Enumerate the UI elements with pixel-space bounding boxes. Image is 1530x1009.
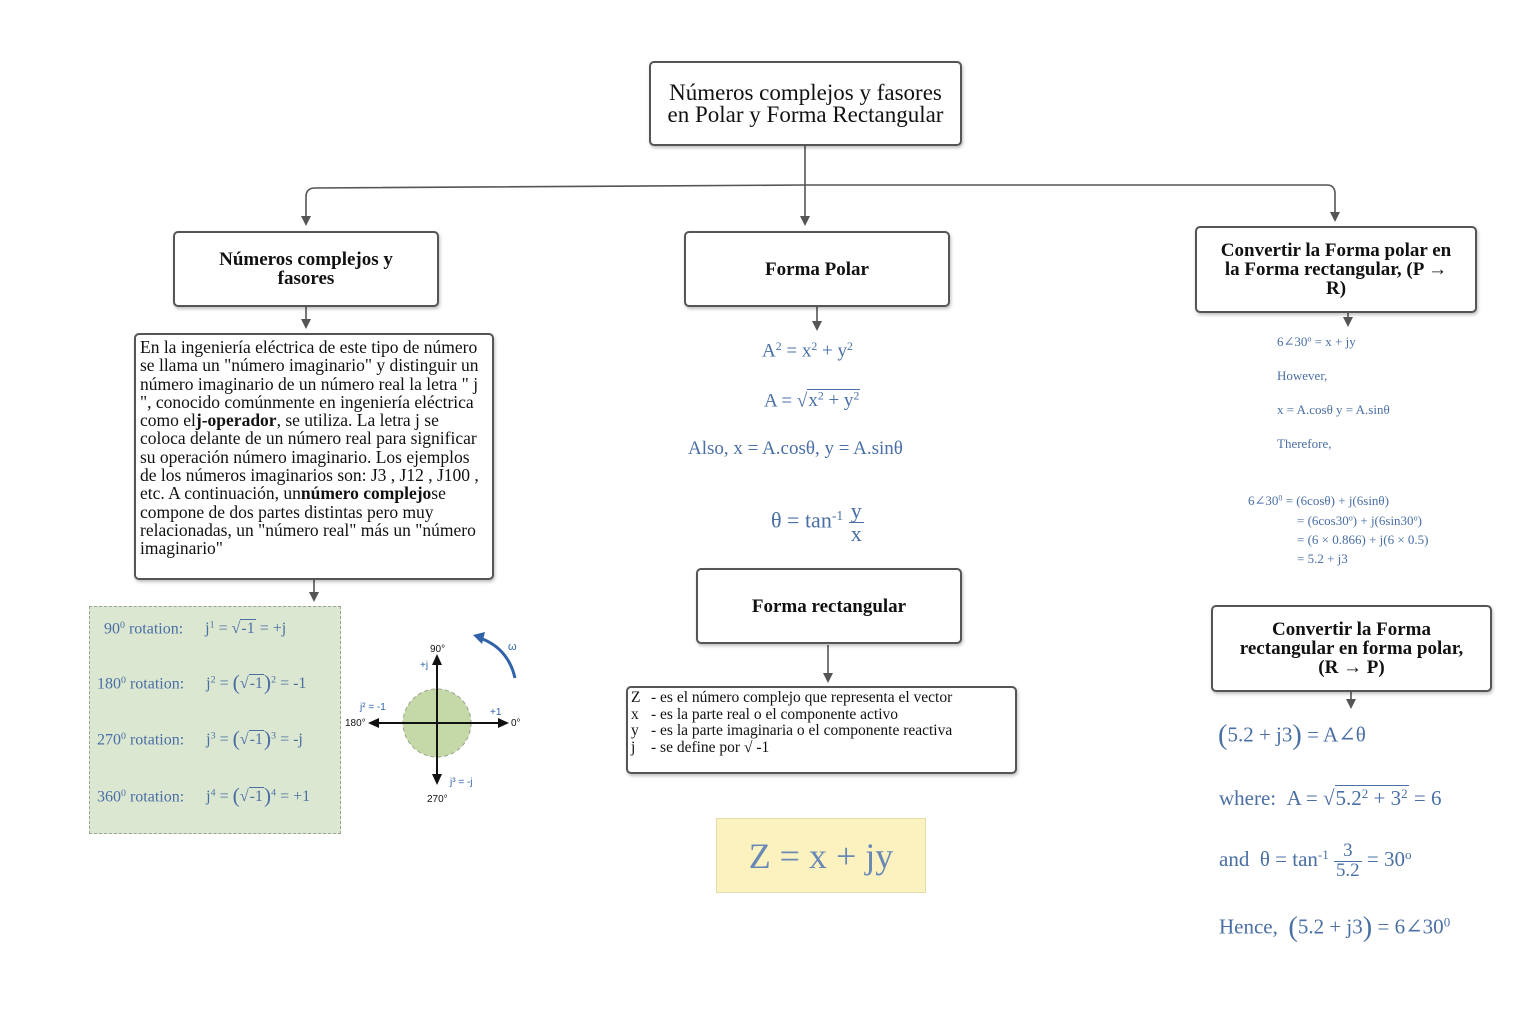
axis-right-sign: +1: [490, 707, 502, 718]
connector-root-left: [301, 184, 806, 226]
rtop-formula-4: Hence, (5.2 + j3) = 6∠300: [1219, 912, 1451, 943]
definition-row: y- es la parte imaginaria o el component…: [631, 722, 953, 739]
rotation-row-180: 1800 rotation: j2 = (√-1)2 = -1: [97, 671, 307, 695]
rtop-line1: Convertir la Forma: [1271, 619, 1431, 640]
polar-formula-1: A2 = x2 + y2: [762, 340, 853, 362]
polar-formula-2: A = √x2 + y2: [764, 389, 861, 412]
rtop-line2: rectangular en forma polar,: [1239, 638, 1464, 659]
complex-text-part3: se compone de dos partes distintas pero …: [140, 483, 476, 559]
axis-left-label: 180°: [345, 718, 366, 729]
complex-description: En la ingeniería eléctrica de este tipo …: [134, 333, 494, 580]
ptor-line1: Convertir la Forma polar en: [1220, 240, 1452, 261]
rotation-row-270: 2700 rotation: j3 = (√-1)3 = -j: [97, 727, 303, 751]
complex-number-bold: número complejo: [300, 483, 432, 504]
ptor-line3: R): [1325, 278, 1347, 299]
ptor-formula-2: However,: [1277, 368, 1328, 383]
axis-bottom-sign: j³ = -j: [449, 777, 473, 788]
omega-label: ω: [508, 641, 517, 653]
definition-row: j- se define por √ -1: [631, 738, 770, 756]
ptor-formula-1: 6∠30o = x + jy: [1277, 334, 1356, 349]
ptor-formula-5: 6∠300 = (6cosθ) + j(6sinθ): [1248, 493, 1389, 508]
complex-node-line1: Números complejos y: [219, 249, 393, 270]
ptor-formula-7: = (6 × 0.866) + j(6 × 0.5): [1297, 532, 1429, 547]
ptor-line2: la Forma rectangular, (P →: [1224, 259, 1448, 280]
complex-text-part1: En la ingeniería eléctrica de este tipo …: [140, 337, 479, 431]
rectangular-form-node[interactable]: Forma rectangular: [696, 568, 962, 644]
complex-plane-diagram: 90° +j 180° j² = -1 0° +1 270° j³ = -j ω: [345, 632, 521, 805]
ptor-formula-8: = 5.2 + j3: [1297, 551, 1348, 566]
axis-top-sign: +j: [420, 660, 428, 671]
j-operator-bold: j-operador: [195, 410, 277, 431]
complex-text-part2: , se utiliza. La letra j se coloca delan…: [140, 410, 479, 504]
rotation-row-360: 3600 rotation: j4 = (√-1)4 = +1: [97, 784, 311, 808]
ptor-formula-3: x = A.cosθ y = A.sinθ: [1277, 402, 1390, 417]
rect-to-polar-node[interactable]: Convertir la Forma rectangular en forma …: [1211, 605, 1492, 692]
complex-node-line2: fasores: [277, 268, 335, 289]
polar-node-title: Forma Polar: [765, 258, 869, 280]
connector-root-right: [805, 184, 1340, 222]
polar-form-node[interactable]: Forma Polar: [684, 231, 950, 307]
rtop-line3: (R → P): [1318, 657, 1385, 678]
axis-right-label: 0°: [511, 718, 521, 729]
rtop-formula-1: (5.2 + j3) = A∠θ: [1218, 720, 1366, 751]
definition-row: Z- es el número complejo que representa …: [631, 689, 953, 706]
z-formula-box: Z = x + jy: [716, 818, 926, 893]
root-node[interactable]: Números complejos y fasores en Polar y F…: [649, 61, 962, 146]
omega-arrow: [479, 636, 517, 679]
root-title-line2: en Polar y Forma Rectangular: [667, 101, 944, 127]
rotation-panel: [89, 606, 341, 834]
polar-to-rect-node[interactable]: Convertir la Forma polar en la Forma rec…: [1195, 226, 1477, 313]
z-formula: Z = x + jy: [748, 835, 894, 876]
axis-bottom-label: 270°: [427, 794, 448, 805]
ptor-formula-6: = (6cos30o) + j(6sin30o): [1297, 513, 1422, 528]
rotation-row-90: 900 rotation: j1 = √-1 = +j: [104, 619, 287, 638]
rectangular-node-title: Forma rectangular: [751, 595, 907, 617]
definitions-box: Z- es el número complejo que representa …: [626, 686, 1017, 774]
axis-left-sign: j² = -1: [359, 702, 386, 713]
rtop-formula-2: where: A = √5.22 + 32 = 6: [1219, 785, 1442, 811]
axis-top-label: 90°: [430, 644, 445, 655]
ptor-formula-4: Therefore,: [1277, 436, 1332, 451]
polar-formula-3: Also, x = A.cosθ, y = A.sinθ: [688, 438, 903, 459]
complex-numbers-node[interactable]: Números complejos y fasores: [173, 231, 439, 307]
root-title-line1: Números complejos y fasores: [669, 79, 942, 105]
definition-row: x- es la parte real o el componente acti…: [631, 705, 899, 723]
